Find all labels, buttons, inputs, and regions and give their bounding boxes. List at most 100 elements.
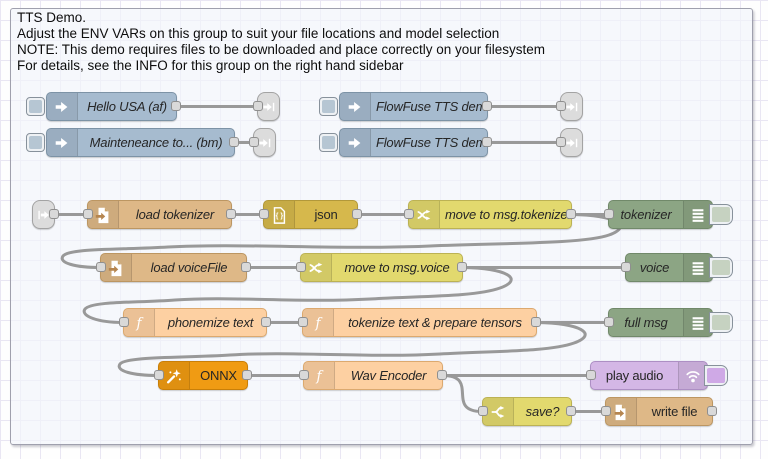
node-label: move to msg.tokenizer bbox=[445, 207, 571, 222]
node-label: play audio bbox=[605, 368, 664, 383]
inject-button[interactable] bbox=[319, 97, 338, 116]
node-label: ONNX bbox=[200, 368, 237, 383]
link-out-icon bbox=[258, 136, 272, 150]
function-icon: f bbox=[304, 362, 335, 389]
output-port[interactable] bbox=[226, 208, 236, 219]
node-switch-save[interactable]: save? bbox=[478, 397, 576, 426]
input-port[interactable] bbox=[604, 208, 614, 219]
wire[interactable] bbox=[442, 374, 483, 413]
node-link-out[interactable] bbox=[253, 92, 280, 121]
node-label: FlowFuse TTS demo. (bf) bbox=[376, 135, 487, 150]
node-label: load voiceFile bbox=[150, 260, 228, 275]
node-label: Mainteneance to... (bm) bbox=[89, 135, 223, 150]
node-debug-voice[interactable]: voice bbox=[621, 253, 733, 282]
output-port[interactable] bbox=[261, 316, 271, 327]
svg-text:f: f bbox=[316, 368, 324, 384]
node-label: phonemize text bbox=[167, 315, 254, 330]
input-port[interactable] bbox=[83, 208, 93, 219]
debug-toggle-button[interactable] bbox=[709, 204, 733, 225]
node-label: write file bbox=[651, 404, 698, 419]
node-label: json bbox=[314, 207, 338, 222]
output-port[interactable] bbox=[229, 136, 239, 147]
node-inject-maintenance[interactable]: Mainteneance to... (bm) bbox=[26, 128, 239, 157]
node-file-out-write-file[interactable]: write file bbox=[601, 397, 717, 426]
node-onnx[interactable]: ONNX bbox=[154, 361, 252, 390]
shuffle-icon bbox=[301, 254, 332, 281]
input-port[interactable] bbox=[621, 261, 631, 272]
input-port[interactable] bbox=[601, 405, 611, 416]
node-file-in-load-tokenizer[interactable]: load tokenizer bbox=[83, 200, 236, 229]
output-port[interactable] bbox=[437, 369, 447, 380]
wire[interactable] bbox=[117, 321, 587, 377]
wire[interactable] bbox=[60, 213, 622, 269]
output-port[interactable] bbox=[482, 136, 492, 147]
inject-button[interactable] bbox=[26, 133, 45, 152]
inject-button[interactable] bbox=[26, 97, 45, 116]
input-port[interactable] bbox=[604, 316, 614, 327]
node-function-wav-encoder[interactable]: f Wav Encoder bbox=[299, 361, 447, 390]
group-info-line: For details, see the INFO for this group… bbox=[17, 58, 404, 73]
file-import-icon bbox=[101, 254, 132, 281]
node-link-out[interactable] bbox=[556, 128, 583, 157]
function-icon: f bbox=[303, 309, 334, 336]
node-inject-flowfuse-am[interactable]: FlowFuse TTS demo. (am) bbox=[319, 92, 492, 121]
input-port[interactable] bbox=[298, 316, 308, 327]
input-port[interactable] bbox=[296, 261, 306, 272]
group-info-line: NOTE: This demo requires files to be dow… bbox=[17, 42, 546, 57]
input-port[interactable] bbox=[299, 369, 309, 380]
svg-text:f: f bbox=[136, 315, 144, 331]
output-port[interactable] bbox=[352, 208, 362, 219]
input-port[interactable] bbox=[96, 261, 106, 272]
inject-arrow-icon bbox=[47, 93, 78, 120]
input-port[interactable] bbox=[154, 369, 164, 380]
node-play-audio[interactable]: play audio bbox=[586, 361, 728, 390]
output-port[interactable] bbox=[707, 405, 717, 416]
input-port[interactable] bbox=[556, 100, 566, 111]
output-port[interactable] bbox=[242, 369, 252, 380]
node-file-in-load-voicefile[interactable]: load voiceFile bbox=[96, 253, 251, 282]
node-json[interactable]: { } json bbox=[259, 200, 362, 229]
debug-toggle-button[interactable] bbox=[709, 312, 733, 333]
link-out-icon bbox=[565, 100, 579, 114]
input-port[interactable] bbox=[259, 208, 269, 219]
inject-arrow-icon bbox=[340, 129, 371, 156]
inject-button[interactable] bbox=[319, 133, 338, 152]
node-debug-full-msg[interactable]: full msg bbox=[604, 308, 733, 337]
node-change-move-tokenizer[interactable]: move to msg.tokenizer bbox=[404, 200, 576, 229]
input-port[interactable] bbox=[586, 369, 596, 380]
input-port[interactable] bbox=[556, 136, 566, 147]
node-label: voice bbox=[639, 260, 670, 275]
node-debug-tokenizer[interactable]: tokenizer bbox=[604, 200, 733, 229]
output-port[interactable] bbox=[531, 316, 541, 327]
output-port[interactable] bbox=[171, 100, 181, 111]
output-port[interactable] bbox=[566, 405, 576, 416]
output-port[interactable] bbox=[457, 261, 467, 272]
output-port[interactable] bbox=[482, 100, 492, 111]
node-link-out[interactable] bbox=[556, 92, 583, 121]
debug-list-icon bbox=[683, 201, 712, 228]
audio-toggle-button[interactable] bbox=[704, 365, 728, 386]
output-port[interactable] bbox=[566, 208, 576, 219]
node-function-tokenize[interactable]: f tokenize text & prepare tensors bbox=[298, 308, 541, 337]
node-label: tokenizer bbox=[620, 207, 672, 222]
node-function-phonemize[interactable]: f phonemize text bbox=[119, 308, 271, 337]
wire[interactable] bbox=[82, 266, 513, 324]
input-port[interactable] bbox=[478, 405, 488, 416]
sound-waves-icon bbox=[678, 362, 707, 389]
node-inject-flowfuse-bf[interactable]: FlowFuse TTS demo. (bf) bbox=[319, 128, 492, 157]
node-link-in[interactable] bbox=[32, 200, 59, 229]
node-label: full msg bbox=[624, 315, 668, 330]
node-change-move-voice[interactable]: move to msg.voice bbox=[296, 253, 467, 282]
node-link-out[interactable] bbox=[249, 128, 276, 157]
node-inject-hello-usa[interactable]: Hello USA (af) bbox=[26, 92, 181, 121]
output-port[interactable] bbox=[241, 261, 251, 272]
output-port[interactable] bbox=[49, 208, 59, 219]
input-port[interactable] bbox=[253, 100, 263, 111]
input-port[interactable] bbox=[119, 316, 129, 327]
input-port[interactable] bbox=[249, 136, 259, 147]
debug-toggle-button[interactable] bbox=[709, 257, 733, 278]
input-port[interactable] bbox=[404, 208, 414, 219]
debug-list-icon bbox=[683, 254, 712, 281]
